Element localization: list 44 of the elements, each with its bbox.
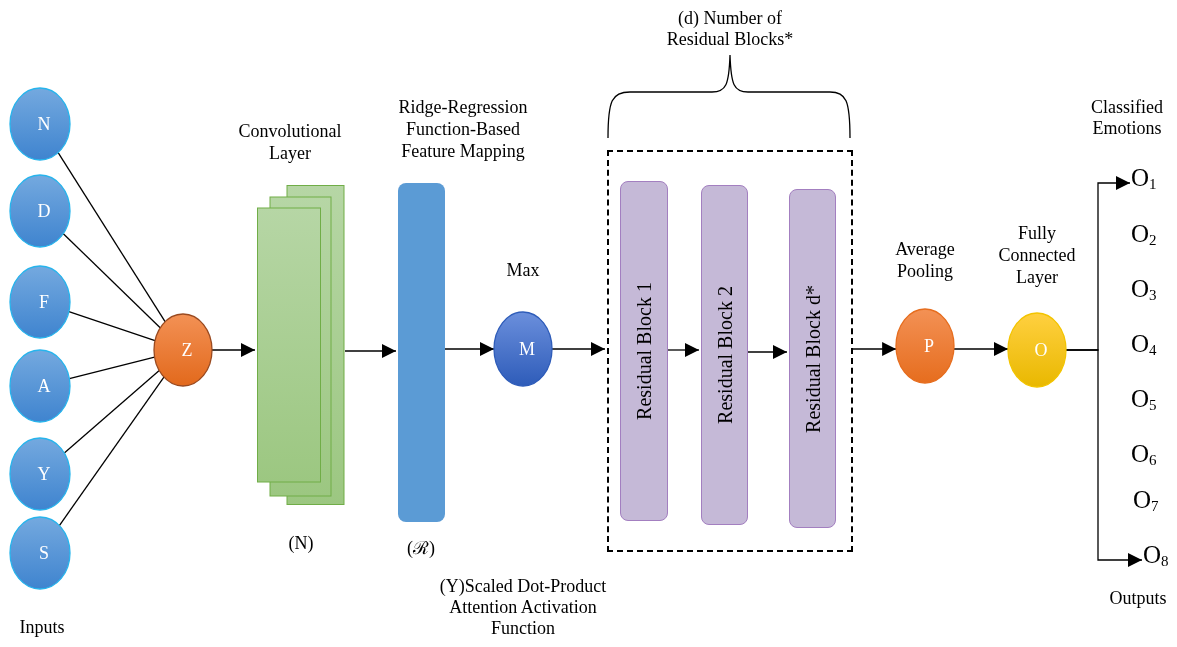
layer-label: Fully Connected Layer <box>997 222 1077 288</box>
caption-text: (Y)Scaled Dot-Product Attention Activation Function <box>438 576 608 639</box>
node-letter: M <box>519 339 535 359</box>
block-label: Residual Block 1 <box>633 282 655 420</box>
block-label: Residual Block 2 <box>713 286 736 424</box>
output-label: O$_{3}$ <box>1131 275 1157 309</box>
caption-text: Outputs <box>1108 588 1168 609</box>
connector-line <box>58 376 165 527</box>
output-label: O$_{6}$ <box>1131 440 1157 474</box>
caption-text: Inputs <box>18 617 66 638</box>
node-letter: O <box>1034 340 1048 360</box>
node-letter: F <box>39 292 49 312</box>
arrow <box>667 343 700 357</box>
connector-line <box>68 311 156 342</box>
caption-text: Classified Emotions <box>1090 97 1164 139</box>
layer-label: Average Pooling <box>894 238 956 282</box>
node-letter: N <box>37 114 51 134</box>
output-label: O$_{4}$ <box>1131 330 1157 364</box>
output-label: O$_{2}$ <box>1131 220 1157 254</box>
output-label: O$_{8}$ <box>1143 541 1169 575</box>
caption-text: (d) Number of Residual Blocks* <box>665 8 795 50</box>
connector-line <box>63 369 160 454</box>
arrow <box>344 344 397 358</box>
arrow <box>852 342 897 356</box>
symbol-label: (ℛ) <box>406 537 436 559</box>
output-label: O$_{7}$ <box>1133 486 1159 520</box>
layer-label: Max <box>505 259 541 281</box>
arrow <box>444 342 495 356</box>
node-letter: P <box>924 336 934 356</box>
node-letter: S <box>39 543 49 563</box>
symbol-label: (N) <box>287 532 315 554</box>
node-letter: Z <box>181 340 193 360</box>
layer-label: Ridge-Regression Function-Based Feature Mapping <box>397 96 529 162</box>
arrow <box>953 342 1009 356</box>
block-label: Residual Block d* <box>801 284 824 433</box>
node-letter: Y <box>37 464 51 484</box>
connector-line <box>57 152 166 323</box>
arrow <box>747 345 788 359</box>
node-letter: D <box>37 201 51 221</box>
connector-line <box>62 233 161 329</box>
output-label: O$_{1}$ <box>1131 164 1157 198</box>
layer-label: Convolutional Layer <box>237 120 343 164</box>
output-label: O$_{5}$ <box>1131 385 1157 419</box>
node-letter: A <box>37 376 51 396</box>
